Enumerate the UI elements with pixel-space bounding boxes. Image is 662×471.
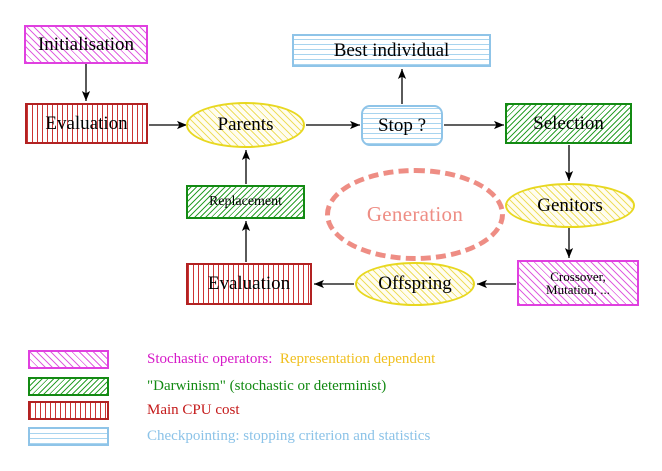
node-selection-label: Selection <box>533 112 604 134</box>
legend-text-main-cpu-cost: Main CPU cost <box>147 402 240 418</box>
legend-swatch-darwinism <box>28 377 109 396</box>
node-stop-label: Stop ? <box>377 114 427 136</box>
node-generation: Generation <box>325 168 505 261</box>
node-generation-label: Generation <box>366 202 464 226</box>
legend-swatch-checkpointing <box>28 427 109 446</box>
node-offspring-label: Offspring <box>378 273 452 295</box>
node-best-individual[interactable]: Best individual <box>292 34 491 67</box>
legend-text-darwinism: "Darwinism" (stochastic or determinist) <box>147 378 387 394</box>
node-parents[interactable]: Parents <box>186 102 305 148</box>
legend-swatch-main-cpu-cost <box>28 401 109 420</box>
node-evaluation-bottom-label: Evaluation <box>207 273 291 295</box>
legend-row-stochastic-operators: Stochastic operators: Representation dep… <box>28 350 435 369</box>
node-crossover-mutation[interactable]: Crossover, Mutation, ... <box>517 260 639 306</box>
node-genitors[interactable]: Genitors <box>505 183 635 228</box>
legend-swatch-stochastic-operators <box>28 350 109 369</box>
legend-row-checkpointing: Checkpointing: stopping criterion and st… <box>28 427 430 446</box>
legend-text-representation-dependent: Representation dependent <box>279 351 436 367</box>
node-evaluation-top[interactable]: Evaluation <box>25 103 148 144</box>
node-parents-label: Parents <box>217 114 274 136</box>
legend-text-checkpointing: Checkpointing: stopping criterion and st… <box>147 428 431 444</box>
node-replacement[interactable]: Replacement <box>186 185 305 219</box>
node-initialisation-label: Initialisation <box>37 33 135 55</box>
legend-row-main-cpu-cost: Main CPU cost <box>28 401 240 420</box>
legend-label-stochastic-operators: Stochastic operators: Representation dep… <box>147 351 435 368</box>
node-crossover-mutation-label: Crossover, Mutation, ... <box>546 268 610 297</box>
legend-text-stochastic-operators: Stochastic operators: <box>147 351 273 367</box>
node-evaluation-top-label: Evaluation <box>45 112 128 134</box>
node-evaluation-bottom[interactable]: Evaluation <box>186 263 312 305</box>
node-stop[interactable]: Stop ? <box>361 105 443 146</box>
node-best-individual-label: Best individual <box>333 39 450 61</box>
node-offspring[interactable]: Offspring <box>355 262 475 306</box>
node-replacement-label: Replacement <box>208 193 283 209</box>
node-genitors-label: Genitors <box>537 194 603 216</box>
node-initialisation[interactable]: Initialisation <box>24 25 148 64</box>
node-selection[interactable]: Selection <box>505 103 632 144</box>
legend-row-darwinism: "Darwinism" (stochastic or determinist) <box>28 377 386 396</box>
